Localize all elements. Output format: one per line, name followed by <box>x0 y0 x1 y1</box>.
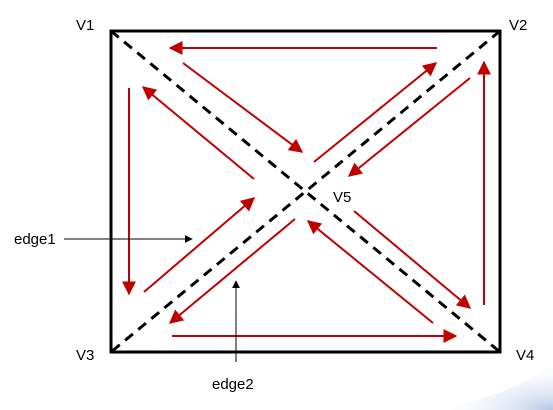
arrow-left-lower <box>143 197 256 293</box>
outer-rectangle <box>109 29 502 354</box>
arrow-left-upper <box>141 86 255 180</box>
arrow-right-lower <box>353 210 472 309</box>
edge1-label: edge1 <box>14 231 56 248</box>
corner-swoosh <box>430 360 553 410</box>
vertex-label-v5: V5 <box>333 189 351 206</box>
arrow-top-right <box>313 62 438 163</box>
half-edge-arrows <box>122 41 491 343</box>
vertex-label-v4: V4 <box>516 347 534 364</box>
arrow-right-upper <box>347 77 471 177</box>
vertex-label-v3: V3 <box>76 347 94 364</box>
vertex-label-v2: V2 <box>509 17 527 34</box>
arrow-top-left <box>182 62 304 153</box>
vertex-label-v1: V1 <box>76 17 94 34</box>
edge2-label: edge2 <box>212 376 254 393</box>
arrow-bottom-right <box>306 220 434 324</box>
arrow-bottom-left <box>168 218 296 324</box>
